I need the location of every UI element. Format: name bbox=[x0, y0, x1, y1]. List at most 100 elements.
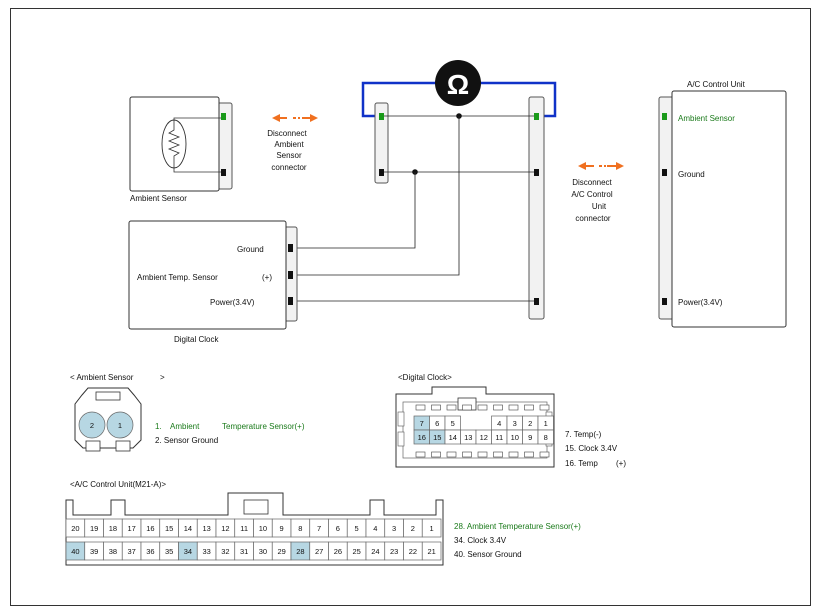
ambient-conn-title: < Ambient Sensor bbox=[70, 373, 134, 382]
digital-clock-title: Digital Clock bbox=[174, 335, 219, 344]
ac-pin-10: 10 bbox=[259, 524, 267, 533]
ambient-legend1-b: Temperature Sensor(+) bbox=[222, 422, 305, 431]
ac-pin-1: 1 bbox=[430, 524, 434, 533]
ac-pin-18: 18 bbox=[109, 524, 117, 533]
ambient-connector-face: 2 1 bbox=[74, 387, 142, 452]
disconnect-ac-line1: Disconnect bbox=[572, 178, 612, 187]
ac-pin-27: 27 bbox=[315, 547, 323, 556]
clock-latch-icon bbox=[446, 404, 457, 411]
clock-latch-icon bbox=[477, 404, 488, 411]
disconnect-ac-line4: connector bbox=[575, 214, 610, 223]
ac-pin-9: 9 bbox=[280, 524, 284, 533]
clock-latch-icon bbox=[431, 451, 441, 458]
ac-pin-24: 24 bbox=[371, 547, 379, 556]
clock-ground-label: Ground bbox=[237, 245, 264, 254]
ac-pin-12: 12 bbox=[221, 524, 229, 533]
ac-pin-31: 31 bbox=[240, 547, 248, 556]
sensor-harness-connector bbox=[374, 102, 389, 184]
clock-latch-icon bbox=[446, 451, 457, 458]
ohm-icon: Ω bbox=[447, 69, 469, 100]
ac-pin-40: 40 bbox=[71, 547, 79, 556]
clock-pin-15: 15 bbox=[433, 433, 441, 442]
ac-pin-6: 6 bbox=[336, 524, 340, 533]
clock-legend-1: 7. Temp(-) bbox=[565, 430, 602, 439]
ac-pin-14: 14 bbox=[184, 524, 192, 533]
clock-latch-icon bbox=[462, 451, 472, 458]
disconnect-ac-line3: Unit bbox=[592, 202, 607, 211]
clock-pin-13: 13 bbox=[464, 433, 472, 442]
thermistor-icon bbox=[161, 117, 224, 173]
ac-pin-16: 16 bbox=[146, 524, 154, 533]
ac-pin-23: 23 bbox=[390, 547, 398, 556]
ac-pin-3: 3 bbox=[392, 524, 396, 533]
ac-unit-title: A/C Control Unit bbox=[687, 80, 746, 89]
disconnect-ambient-line1: Disconnect bbox=[267, 129, 307, 138]
clock-plus-label: (+) bbox=[262, 273, 272, 282]
ac-pin-11: 11 bbox=[240, 524, 248, 533]
ambient-sensor-label: Ambient Sensor bbox=[130, 194, 187, 203]
ac-pin-29: 29 bbox=[277, 547, 285, 556]
clock-legend-3: 16. Temp bbox=[565, 459, 598, 468]
clock-pin-10: 10 bbox=[511, 433, 519, 442]
clock-latch-icon bbox=[462, 404, 472, 411]
harness-wires bbox=[292, 113, 534, 302]
clock-pin-2: 2 bbox=[528, 419, 532, 428]
clock-pin-16: 16 bbox=[418, 433, 426, 442]
ambient-legend1-a: Ambient bbox=[170, 422, 200, 431]
clock-pin-3: 3 bbox=[513, 419, 517, 428]
ac-pin-13: 13 bbox=[202, 524, 210, 533]
disconnect-ambient-line4: connector bbox=[271, 163, 306, 172]
ac-harness-connector bbox=[528, 96, 545, 320]
ac-pin-15: 15 bbox=[165, 524, 173, 533]
ac-pin-39: 39 bbox=[90, 547, 98, 556]
ac-ambient-label: Ambient Sensor bbox=[678, 114, 735, 123]
ac-pin-21: 21 bbox=[427, 547, 435, 556]
ac-pin-19: 19 bbox=[90, 524, 98, 533]
disconnect-ambient-line3: Sensor bbox=[276, 151, 302, 160]
ambient-conn-title-end: > bbox=[160, 373, 165, 382]
clock-pin-12: 12 bbox=[480, 433, 488, 442]
clock-legend-3-plus: (+) bbox=[616, 459, 626, 468]
ac-pin-5: 5 bbox=[355, 524, 359, 533]
diagram-frame bbox=[10, 8, 811, 606]
ac-pin-26: 26 bbox=[334, 547, 342, 556]
clock-latch-icon bbox=[493, 404, 503, 411]
ac-power-label: Power(3.4V) bbox=[678, 298, 723, 307]
clock-power-label: Power(3.4V) bbox=[210, 298, 255, 307]
ac-pin-cell bbox=[421, 518, 442, 538]
ac-pin-38: 38 bbox=[109, 547, 117, 556]
clock-pin-7: 7 bbox=[420, 419, 424, 428]
ac-pin-32: 32 bbox=[221, 547, 229, 556]
ac-pin-20: 20 bbox=[71, 524, 79, 533]
ac-pin-33: 33 bbox=[202, 547, 210, 556]
disconnect-ac-line2: A/C Control bbox=[571, 190, 613, 199]
ac-pin-22: 22 bbox=[409, 547, 417, 556]
clock-pin-6: 6 bbox=[435, 419, 439, 428]
ac-legend-3: 40. Sensor Ground bbox=[454, 550, 522, 559]
clock-latch-icon bbox=[415, 451, 426, 458]
clock-pin-11: 11 bbox=[495, 433, 503, 442]
clock-legend-2: 15. Clock 3.4V bbox=[565, 444, 618, 453]
clock-pin-9: 9 bbox=[528, 433, 532, 442]
digital-clock: Ground Ambient Temp. Sensor (+) Power(3.… bbox=[128, 220, 298, 344]
ac-pin-34: 34 bbox=[184, 547, 192, 556]
ac-pin-28: 28 bbox=[296, 547, 304, 556]
ac-pin-30: 30 bbox=[259, 547, 267, 556]
ambient-legend1-num: 1. bbox=[155, 422, 162, 431]
ac-conn-title: <A/C Control Unit(M21-A)> bbox=[70, 480, 166, 489]
clock-latch-icon bbox=[415, 404, 426, 411]
clock-pin-14: 14 bbox=[449, 433, 457, 442]
ac-pin-35: 35 bbox=[165, 547, 173, 556]
ac-pin-2: 2 bbox=[411, 524, 415, 533]
ambient-sensor: Ambient Sensor bbox=[129, 96, 233, 203]
ac-ground-label: Ground bbox=[678, 170, 705, 179]
clock-latch-icon bbox=[539, 451, 550, 458]
disconnect-ambient-arrow-icon bbox=[272, 114, 318, 122]
ac-pin-17: 17 bbox=[127, 524, 135, 533]
disconnect-ambient-line2: Ambient bbox=[274, 140, 304, 149]
clock-pin-8: 8 bbox=[544, 433, 548, 442]
ac-legend-1: 28. Ambient Temperature Sensor(+) bbox=[454, 522, 581, 531]
